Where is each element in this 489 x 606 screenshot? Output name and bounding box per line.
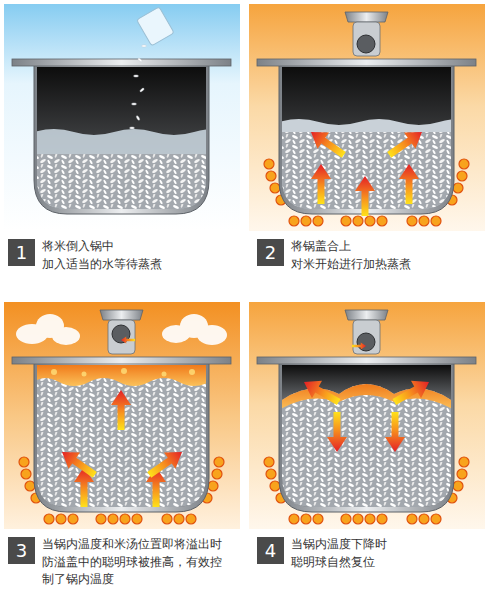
caption-text: 将锅盖合上 <box>291 238 477 255</box>
panel-3 <box>4 302 240 529</box>
caption-text: 当锅内温度和米汤位置即将溢出时 <box>42 536 228 553</box>
step-number: 4 <box>265 542 276 560</box>
step-number: 2 <box>265 244 276 262</box>
panel-4 <box>249 302 485 529</box>
panel-1 <box>4 4 240 231</box>
caption-text: 加入适当的水等待蒸煮 <box>42 256 228 273</box>
caption-text: 将米倒入锅中 <box>42 238 228 255</box>
step-number: 1 <box>16 244 27 262</box>
caption-text: 当锅内温度下降时 <box>291 536 477 553</box>
caption-text: 对米开始进行加热蒸煮 <box>291 256 477 273</box>
caption-text: 防溢盖中的聪明球被推高，有效控制了锅内温度 <box>42 554 228 588</box>
panel-2 <box>249 4 485 231</box>
step-number: 3 <box>16 542 27 560</box>
step-number-box: 4 <box>257 537 284 564</box>
caption-text: 聪明球自然复位 <box>291 554 477 571</box>
step-number-box: 1 <box>8 239 35 266</box>
step-number-box: 3 <box>8 537 35 564</box>
step-number-box: 2 <box>257 239 284 266</box>
